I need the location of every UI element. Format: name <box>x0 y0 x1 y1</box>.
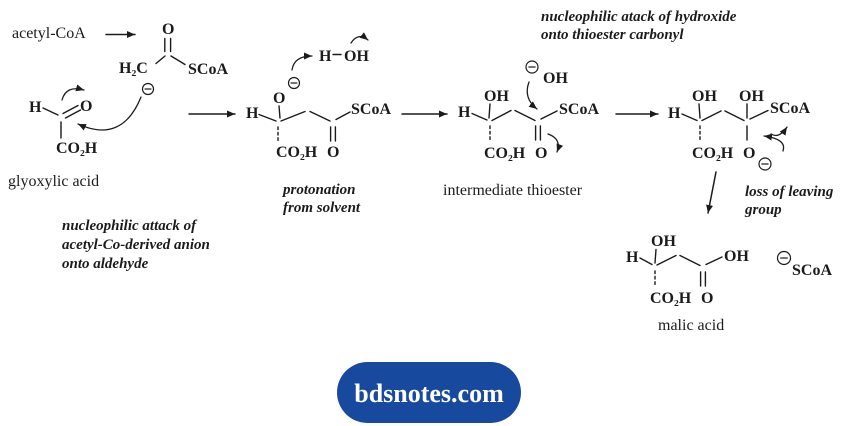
ch-h-label: H <box>458 104 471 121</box>
scoa-label: SCoA <box>351 101 391 118</box>
annotation-loss-line1: loss of leaving <box>745 184 834 200</box>
oh-label: OH <box>651 233 676 250</box>
curved-arrow-cs-bond <box>770 126 788 137</box>
double-bond <box>62 104 79 115</box>
methylene-label: H₂C <box>119 60 148 77</box>
bond <box>491 109 512 122</box>
scoa-label: SCoA <box>559 101 599 118</box>
minus-charge-icon <box>758 157 772 171</box>
annotation-protonation-line1: protonation <box>281 182 356 198</box>
hydroxide-label: OH <box>543 70 568 87</box>
annotation-anion-attack-line2: acetyl-Co-derived anion <box>62 237 210 253</box>
bond <box>170 55 186 66</box>
intermediate-thioester-label: intermediate thioester <box>443 182 583 199</box>
bond <box>258 113 277 122</box>
curved-arrow-oxygen <box>547 133 564 153</box>
glyoxylic-acid-label: glyoxylic acid <box>8 173 99 190</box>
carboxyl-label: CO₂H <box>692 145 734 162</box>
scoa-label: SCoA <box>188 61 228 78</box>
annotation-anion-attack-line3: onto aldehyde <box>62 256 149 272</box>
curved-arrow-alkoxide-to-water <box>291 52 313 71</box>
minus-charge-icon <box>525 60 539 74</box>
annotation-protonation-line2: from solvent <box>283 200 361 216</box>
acid-oh-label: OH <box>724 248 749 265</box>
oh-label-left: OH <box>692 88 717 105</box>
carboxyl-label: CO₂H <box>650 290 692 307</box>
bond <box>698 103 701 119</box>
curved-arrow-anion-to-aldehyde <box>77 96 142 131</box>
carboxyl-label: CO₂H <box>56 140 98 157</box>
annotation-hydroxide-attack-line2: onto thioester carbonyl <box>541 27 684 43</box>
curved-arrow-oxide <box>763 133 785 152</box>
carboxyl-label: CO₂H <box>484 145 526 162</box>
bond <box>724 110 745 122</box>
oh-label-right: OH <box>739 88 764 105</box>
carbonyl-oxygen-label: O <box>162 21 174 38</box>
double-bond <box>64 109 82 119</box>
bond <box>654 248 657 264</box>
bond <box>471 112 488 121</box>
annotation-hydroxide-attack-line1: nucleophilic atack of hydroxide <box>541 9 737 25</box>
water-h-label: H <box>319 48 332 65</box>
carboxyl-label: CO₂H <box>276 144 318 161</box>
minus-charge-icon <box>141 82 155 96</box>
bond <box>639 257 653 266</box>
alcohol-oh-label: OH <box>484 88 509 105</box>
banner-pill: bdsnotes.com <box>337 362 521 423</box>
ch-h-label: H <box>246 105 259 122</box>
scoa-leaving-label: SCoA <box>792 262 832 279</box>
bond <box>701 110 722 122</box>
ch-h-label: H <box>626 249 639 266</box>
thioester-oxygen-label: O <box>327 144 339 161</box>
curved-arrow-water <box>350 32 369 44</box>
bond <box>540 110 558 120</box>
curved-arrow-hydroxide-to-carbonyl <box>526 81 538 110</box>
acetyl-coa-label: acetyl-CoA <box>12 25 86 42</box>
malic-acid-label: malic acid <box>658 317 724 334</box>
banner-text: bdsnotes.com <box>354 379 504 408</box>
minus-charge-icon <box>287 76 301 90</box>
bond <box>155 55 166 65</box>
annotation-loss-line2: group <box>744 202 782 218</box>
curved-arrow-carbonyl <box>61 84 85 101</box>
bond <box>280 110 306 122</box>
aldehyde-oxygen-label: O <box>80 98 92 115</box>
bond <box>514 109 536 122</box>
bond <box>335 111 351 121</box>
bond <box>679 254 701 267</box>
alkoxide-oxygen-label: O <box>743 145 755 162</box>
acid-oxygen-label: O <box>701 290 713 307</box>
bond <box>656 254 677 266</box>
aldehyde-h-label: H <box>29 99 42 116</box>
minus-charge-icon <box>776 250 792 266</box>
ch-h-label: H <box>668 105 681 122</box>
bond <box>705 256 723 266</box>
thioester-oxygen-label: O <box>535 145 547 162</box>
annotation-anion-attack-line1: nucleophilic attack of <box>62 218 198 234</box>
bond <box>488 103 491 119</box>
bond <box>681 113 698 122</box>
bond <box>309 110 331 122</box>
water-oh-label: OH <box>344 48 369 65</box>
alkoxide-oxygen-label: O <box>273 90 285 107</box>
banner-background <box>337 362 521 423</box>
bond <box>42 107 59 116</box>
bond <box>749 109 769 120</box>
scoa-label: SCoA <box>770 100 810 117</box>
reaction-arrow-down <box>706 171 717 214</box>
bond <box>278 105 281 119</box>
